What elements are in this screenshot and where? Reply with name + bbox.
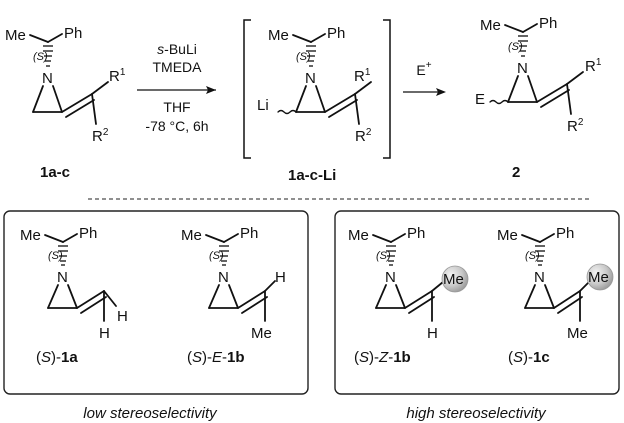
product-compound-label: 2 (512, 164, 520, 181)
nitrogen-label: N (534, 269, 545, 286)
stereo-descriptor: (S) (376, 250, 391, 262)
stereo-descriptor: (S) (48, 250, 63, 262)
left-panel-caption: low stereoselectivity (83, 405, 218, 422)
right-panel-box (334, 210, 620, 395)
substituent-b-label: Me (251, 325, 272, 342)
methyl-label: Me (20, 227, 41, 244)
substituent-b-label: H (427, 325, 438, 342)
nitrogen-label: N (42, 70, 53, 87)
molecule-s-e-1b: Me Ph (S) N H Me (S)-E-1b (181, 225, 286, 366)
molecule-s-1c: Me Ph (S) N Me Me (S)-1c (497, 225, 614, 366)
phenyl-label: Ph (556, 225, 574, 242)
intermediate-compound-label: 1a-c-Li (288, 167, 336, 184)
methyl-label: Me (480, 17, 501, 34)
right-panel-caption: high stereoselectivity (406, 405, 547, 422)
molecule-s-z-1b: Me Ph (S) N Me H (S)-Z-1b (348, 225, 469, 366)
r1-label: R1 (585, 57, 602, 75)
methyl-label: Me (268, 27, 289, 44)
stereo-descriptor: (S) (33, 51, 48, 63)
product-molecule: Me Ph (S) N E R1 R2 2 (475, 15, 602, 181)
methyl-label: Me (348, 227, 369, 244)
phenyl-label: Ph (539, 15, 557, 32)
hashed-bond (58, 245, 68, 266)
compound-name-s-1c: (S)-1c (508, 349, 550, 366)
nitrogen-label: N (305, 70, 316, 87)
highlight-ball (586, 263, 614, 291)
substituent-a-label: H (117, 308, 128, 325)
phenyl-label: Ph (240, 225, 258, 242)
intermediate-molecule: Me Ph (S) N Li R1 R2 1a-c-Li (243, 19, 391, 184)
nitrogen-label: N (517, 60, 528, 77)
reaction-arrow-1: s-BuLi TMEDA THF -78 °C, 6h (137, 41, 216, 134)
phenyl-label: Ph (79, 225, 97, 242)
base-reagent: s-BuLi (157, 41, 197, 57)
compound-name-s-z-1b: (S)-Z-1b (354, 349, 411, 366)
phenyl-label: Ph (64, 25, 82, 42)
additive-reagent: TMEDA (153, 59, 203, 75)
stereo-descriptor: (S) (209, 250, 224, 262)
r2-label: R2 (567, 117, 584, 135)
start-compound-label: 1a-c (40, 164, 70, 181)
methyl-label: Me (5, 27, 26, 44)
compound-name-s-e-1b: (S)-E-1b (187, 349, 245, 366)
stereo-descriptor: (S) (508, 41, 523, 53)
hashed-bond (535, 245, 545, 266)
highlight-ball (441, 265, 469, 293)
stereo-descriptor: (S) (525, 250, 540, 262)
substituent-a-label: Me (588, 269, 609, 286)
molecule-s-1a: Me Ph (S) N H H (S)-1a (20, 225, 128, 366)
phenyl-label: Ph (407, 225, 425, 242)
compound-name-s-1a: (S)-1a (36, 349, 78, 366)
substituent-a-label: H (275, 269, 286, 286)
nitrogen-label: N (57, 269, 68, 286)
substituent-b-label: H (99, 325, 110, 342)
methyl-label: Me (181, 227, 202, 244)
r2-label: R2 (92, 127, 109, 145)
nitrogen-label: N (385, 269, 396, 286)
hashed-bond (306, 45, 316, 67)
conditions-label: -78 °C, 6h (145, 118, 208, 134)
phenyl-label: Ph (327, 25, 345, 42)
lithium-label: Li (257, 97, 269, 114)
electrophile-substituent-label: E (475, 91, 485, 108)
r2-label: R2 (355, 127, 372, 145)
hashed-bond (43, 45, 53, 67)
r1-label: R1 (354, 67, 371, 85)
nitrogen-label: N (218, 269, 229, 286)
solvent-label: THF (163, 99, 190, 115)
stereo-descriptor: (S) (296, 51, 311, 63)
hashed-bond (518, 35, 528, 57)
r1-label: R1 (109, 67, 126, 85)
hashed-bond (219, 245, 229, 266)
reaction-arrow-2: E+ (403, 60, 446, 96)
substituent-a-label: Me (443, 271, 464, 288)
electrophile-label: E+ (416, 60, 431, 78)
hashed-bond (386, 245, 396, 266)
substituent-b-label: Me (567, 325, 588, 342)
methyl-label: Me (497, 227, 518, 244)
left-panel-box (3, 210, 309, 395)
start-molecule: Me Ph (S) N R1 R2 1a-c (5, 25, 126, 181)
